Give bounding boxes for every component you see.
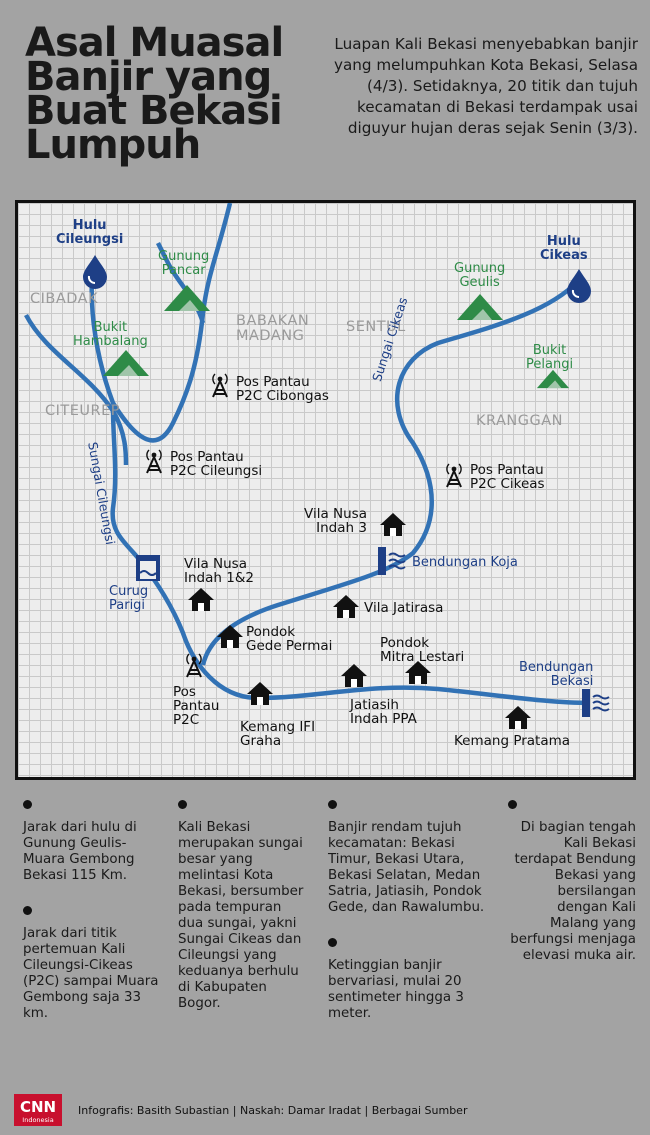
signal-tower-icon [445,463,463,488]
area-label: SENTUL [346,319,406,335]
credits-text: Infografis: Basith Subastian | Naskah: D… [78,1104,468,1117]
weir-icon [136,555,160,581]
river-cileungsi-west-branch [24,313,129,466]
logo-text: CNN [20,1098,56,1116]
dam-icon [581,688,610,718]
intro-text: Luapan Kali Bekasi menyebabkan banjir ya… [333,35,638,137]
fact-column: Kali Bekasi merupakan sungai besar yang … [178,800,310,1012]
signal-tower-icon [145,449,163,474]
house-icon [333,595,359,618]
facts-section: Jarak dari hulu di Gunung Geulis-Muara G… [0,800,650,1080]
fact-column: Di bagian tengah Kali Bekasi terdapat Be… [508,800,636,964]
house-icon [341,664,367,687]
fact-text: Jarak dari titik pertemuan Kali Cileungs… [23,926,159,1021]
page-title: Asal Muasal Banjir yang Buat Bekasi Lump… [25,20,284,168]
house-icon [505,706,531,729]
fact-text: Banjir rendam tujuh kecamatan: Bekasi Ti… [328,820,485,915]
fact-text: Di bagian tengah Kali Bekasi terdapat Be… [510,820,636,963]
location-label: Kemang Pratama [454,733,571,749]
signal-tower-icon [211,373,229,398]
area-label: CIBADAK [30,291,99,307]
water-drop-icon [566,268,592,304]
bullet-icon [508,800,517,809]
fact-text: Kali Bekasi merupakan sungai besar yang … [178,820,304,1011]
water-drop-icon [82,254,108,290]
fact-column: Jarak dari hulu di Gunung Geulis-Muara G… [23,800,163,1022]
cnn-logo: CNN Indonesia [14,1094,62,1126]
house-icon [380,513,406,536]
bullet-icon [328,800,337,809]
mountain-icon [457,294,503,320]
location-label: Vila Jatirasa [364,600,444,616]
house-icon [247,682,273,705]
bullet-icon [328,938,337,947]
bullet-icon [23,906,32,915]
dam-label: Bendungan Koja [412,555,518,570]
mountain-icon [536,369,570,389]
river-cikeas [200,279,580,666]
fact-text: Ketinggian banjir bervariasi, mulai 20 s… [328,958,464,1021]
fact-text: Jarak dari hulu di Gunung Geulis-Muara G… [23,820,137,883]
footer: CNN Indonesia Infografis: Basith Subasti… [0,1088,650,1135]
bullet-icon [23,800,32,809]
area-label: KRANGGAN [476,413,563,429]
logo-subtext: Indonesia [22,1116,53,1124]
house-icon [188,588,214,611]
fact-column: Banjir rendam tujuh kecamatan: Bekasi Ti… [328,800,486,1022]
house-icon [217,625,243,648]
mountain-icon [103,350,149,376]
river-cileungsi-lower [110,407,591,706]
river-cileungsi [89,203,233,443]
map-graphics [24,203,610,729]
area-label: CITEUREP [45,403,121,419]
bullet-icon [178,800,187,809]
